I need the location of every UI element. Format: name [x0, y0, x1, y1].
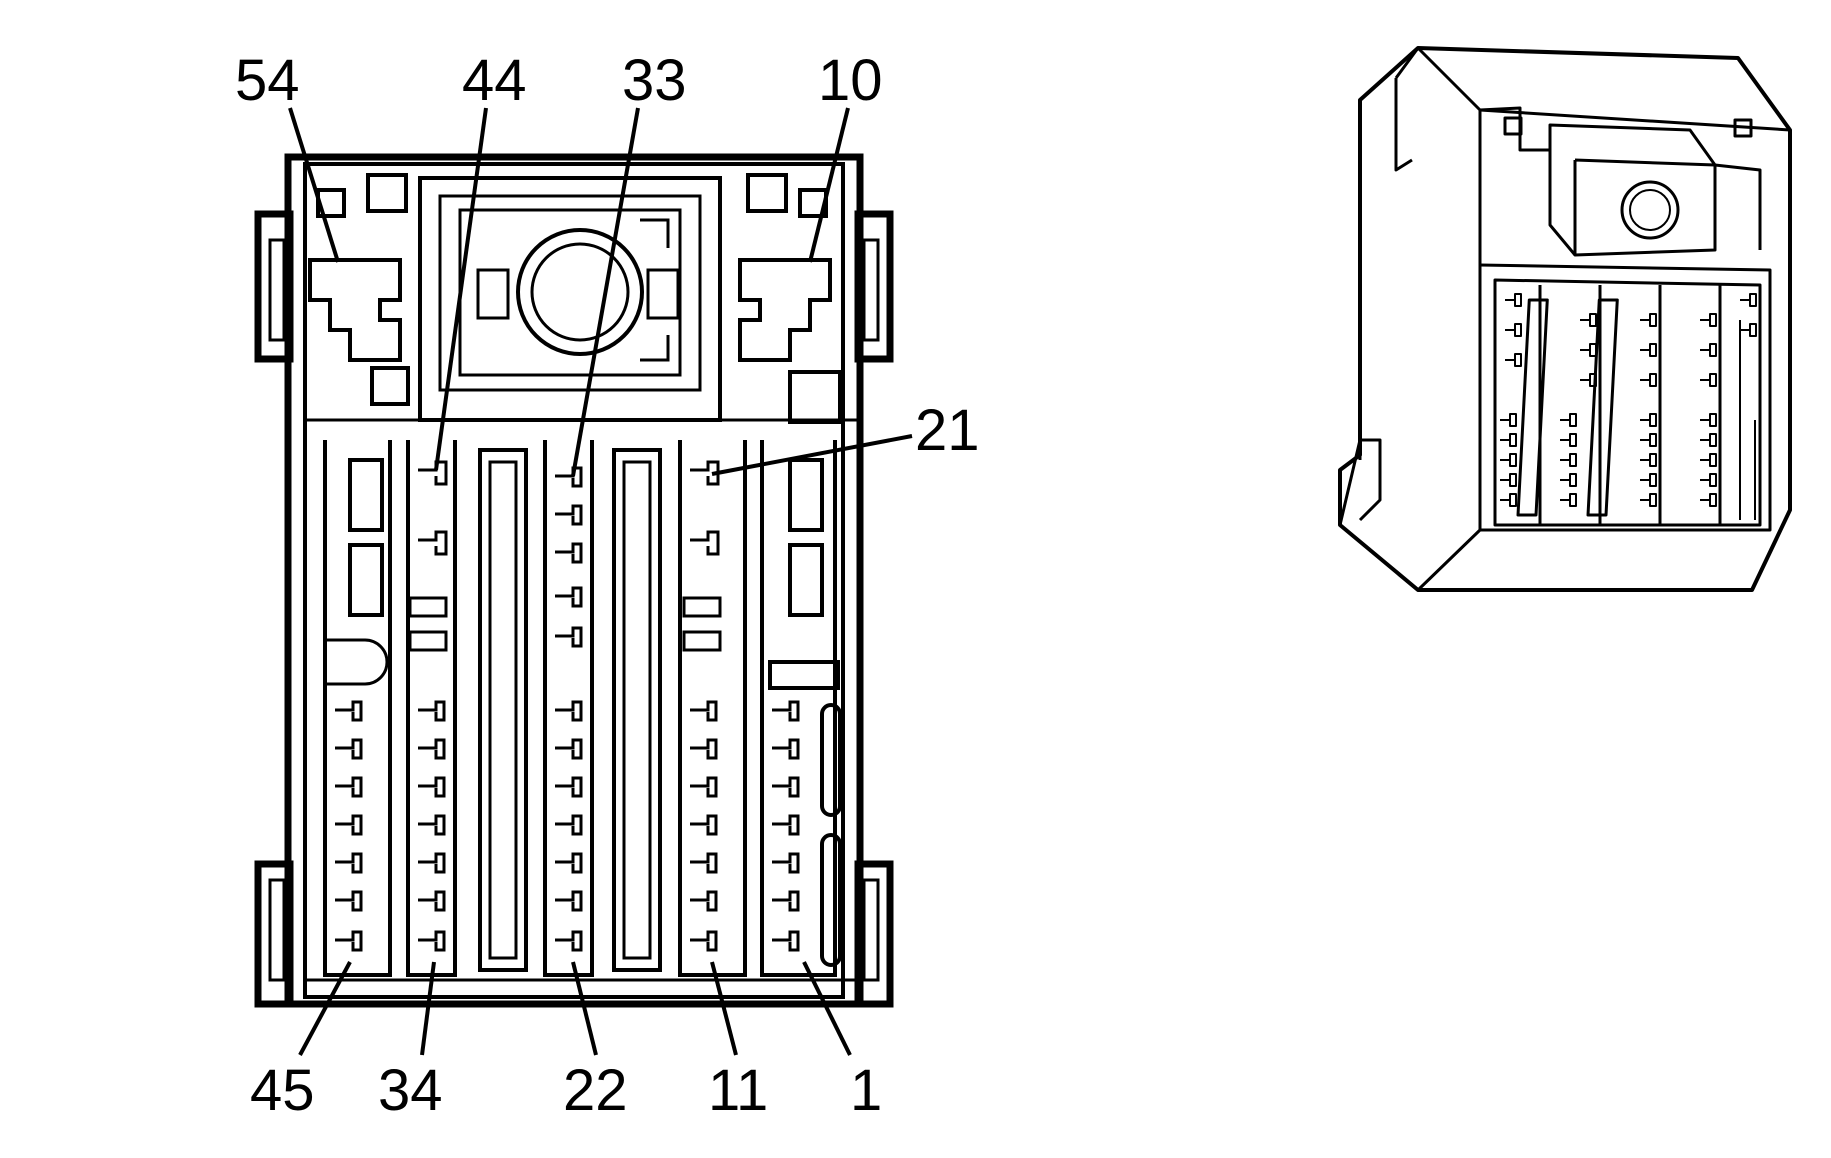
slot-left	[478, 448, 528, 972]
pin-label-22: 22	[563, 1058, 628, 1123]
pin-label-21: 21	[915, 398, 980, 463]
connector-housing	[284, 153, 864, 1008]
connector-isometric-view	[1338, 46, 1792, 592]
connector-front-view	[254, 153, 894, 1008]
pin-label-34: 34	[378, 1058, 443, 1123]
terminal-pins	[335, 460, 800, 952]
pin-label-10: 10	[818, 48, 883, 113]
pin-label-1: 1	[850, 1058, 882, 1123]
pin-label-33: 33	[622, 48, 687, 113]
slot-right	[612, 448, 662, 972]
pin-label-44: 44	[462, 48, 527, 113]
pin-label-45: 45	[250, 1058, 315, 1123]
cavity-10	[738, 258, 832, 362]
cavity-54	[308, 258, 402, 362]
center-mount	[418, 176, 722, 422]
leader-lines	[288, 107, 913, 1056]
pin-label-54: 54	[235, 48, 300, 113]
latch-bottom-right	[854, 860, 894, 1008]
inner-frame	[303, 162, 845, 999]
pin-label-11: 11	[708, 1058, 768, 1123]
latch-top-right	[854, 210, 894, 363]
center-boss	[516, 228, 644, 356]
latch-top-left	[254, 210, 294, 363]
latch-bottom-left	[254, 860, 294, 1008]
